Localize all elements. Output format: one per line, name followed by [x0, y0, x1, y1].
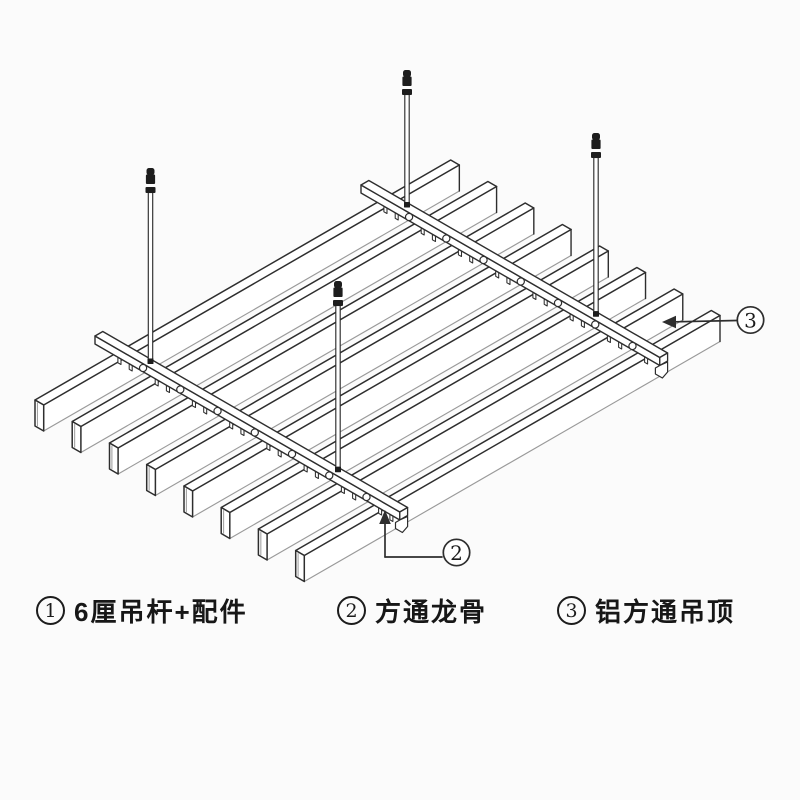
legend-marker-2: 2: [337, 595, 366, 625]
legend-item-carrier-rail: 2 方通龙骨: [337, 594, 488, 627]
carrier-rail: [94, 330, 409, 534]
aluminum-square-tubes: [34, 159, 721, 583]
hanger-rod: [145, 168, 156, 365]
svg-text:2: 2: [450, 541, 463, 565]
carrier-rail: [360, 179, 669, 379]
legend-item-aluminum-tube: 3 铝方通吊顶: [557, 594, 736, 627]
callout-2: 2: [379, 510, 471, 567]
legend-label-carrier-rail: 方通龙骨: [375, 596, 488, 627]
hanger-rod: [591, 133, 601, 317]
legend-marker-3: 3: [557, 595, 586, 625]
legend-marker-1: 1: [36, 595, 65, 625]
legend-item-hanger-rod: 1 6厘吊杆+配件: [36, 594, 248, 627]
legend-label-aluminum-tube: 铝方通吊顶: [595, 596, 736, 627]
hanger-rod: [333, 281, 343, 473]
svg-text:3: 3: [744, 309, 757, 333]
hanger-rod: [402, 70, 412, 208]
callout-3: 3: [662, 305, 765, 335]
legend-label-hanger-rod: 6厘吊杆+配件: [74, 596, 248, 627]
